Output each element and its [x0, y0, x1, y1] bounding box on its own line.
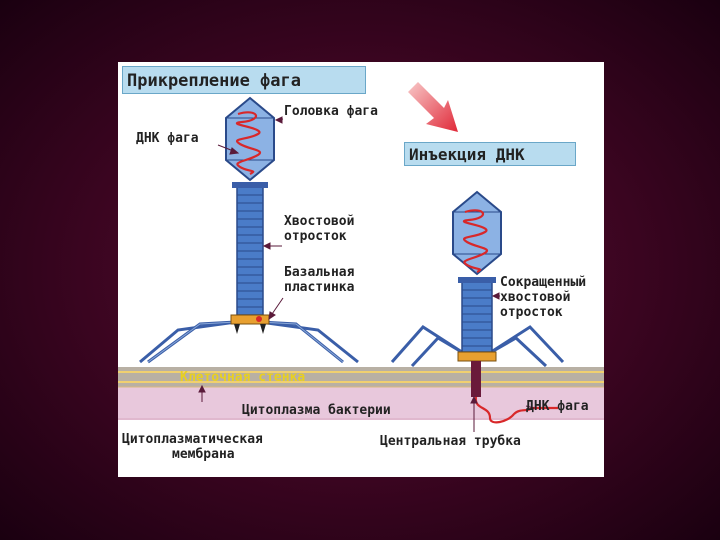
- label-phage-dna-right: ДНК фага: [526, 399, 589, 414]
- label-baseplate-line2: пластинка: [284, 280, 354, 295]
- phage-head: [226, 98, 274, 180]
- label-contracted-line3: отросток: [500, 305, 563, 320]
- base-plate: [231, 315, 269, 324]
- diagram-panel: Прикрепление фага Инъекция ДНК Головка ф…: [118, 62, 604, 477]
- label-tail-line1: Хвостовой: [284, 214, 354, 229]
- label-contracted-line1: Сокращенный: [500, 275, 586, 290]
- label-cytoplasm: Цитоплазма бактерии: [242, 403, 391, 418]
- label-membrane-line1: Цитоплазматическая: [122, 432, 263, 447]
- base-plate-right: [458, 352, 496, 361]
- label-phage-head: Головка фага: [284, 104, 378, 119]
- title-attachment: Прикрепление фага: [122, 66, 366, 94]
- label-contracted-line2: хвостовой: [500, 290, 570, 305]
- transition-arrow: [408, 82, 458, 132]
- label-phage-dna-left: ДНК фага: [136, 131, 199, 146]
- label-central-tube: Центральная трубка: [380, 434, 521, 449]
- label-cell-wall: Клеточная стенка: [180, 370, 305, 385]
- contracted-tail-sheath: [462, 282, 492, 352]
- label-baseplate-line1: Базальная: [284, 265, 354, 280]
- central-tube: [471, 361, 481, 397]
- title-injection: Инъекция ДНК: [404, 142, 576, 166]
- phage-head-right: [453, 192, 501, 274]
- label-membrane-line2: мембрана: [172, 447, 235, 462]
- label-tail-line2: отросток: [284, 229, 347, 244]
- tail-fibers-left: [140, 322, 358, 362]
